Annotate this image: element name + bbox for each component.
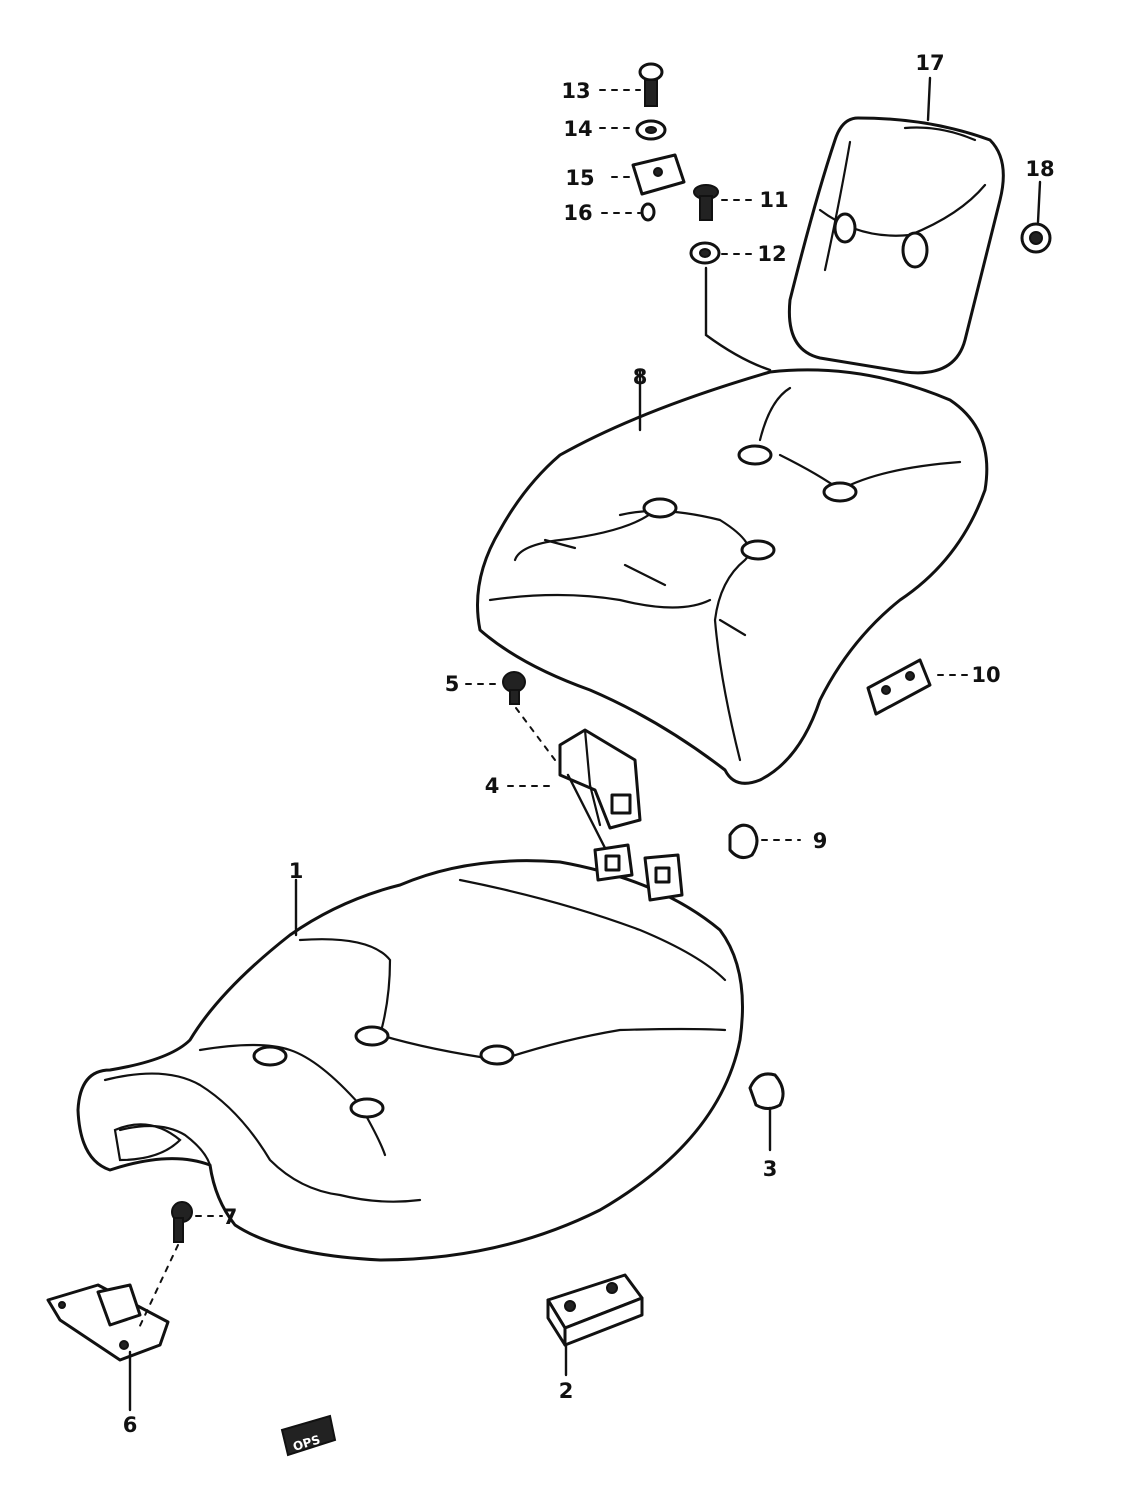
seat-hinge-tabs	[593, 843, 684, 902]
backrest-pad	[787, 116, 1005, 375]
plate-15	[631, 153, 686, 196]
front-seat	[76, 859, 744, 1262]
washer-14	[635, 119, 667, 141]
callout-4: 4	[485, 774, 500, 798]
bolt-5	[502, 671, 526, 705]
callout-14: 14	[563, 117, 592, 141]
cushion-3	[748, 1072, 785, 1110]
bracket-6	[46, 1283, 170, 1362]
callout-10: 10	[971, 663, 1000, 687]
callout-5: 5	[445, 672, 460, 696]
stamp-mark: OPS	[280, 1414, 337, 1457]
cushion-9	[728, 823, 759, 860]
leader-lines	[128, 76, 1042, 1412]
callout-12: 12	[757, 242, 786, 266]
bolt-7	[171, 1201, 193, 1243]
callout-1: 1	[289, 859, 304, 883]
callout-17: 17	[915, 51, 944, 75]
callout-18: 18	[1025, 157, 1054, 181]
callout-15: 15	[565, 166, 594, 190]
cushion-10	[866, 658, 932, 716]
callout-11: 11	[759, 188, 788, 212]
seat-bracket	[558, 728, 642, 830]
bolt-13	[638, 62, 664, 107]
callout-16: 16	[563, 201, 592, 225]
spring-washer-16	[640, 202, 656, 222]
callout-labels: 1 2 3 4 5 6 7 8 9 10 11 12 13 14 15 16 1…	[123, 51, 1055, 1437]
grommet-18	[1020, 222, 1052, 254]
callout-8: 8	[633, 365, 648, 389]
washer-12	[689, 241, 721, 265]
cushion-2	[546, 1273, 644, 1347]
rear-seat	[476, 368, 989, 785]
callout-13: 13	[561, 79, 590, 103]
callout-7: 7	[223, 1205, 238, 1229]
callout-3: 3	[763, 1157, 778, 1181]
callout-9: 9	[813, 829, 828, 853]
bolt-11	[693, 184, 719, 221]
callout-2: 2	[559, 1379, 574, 1403]
callout-6: 6	[123, 1413, 138, 1437]
